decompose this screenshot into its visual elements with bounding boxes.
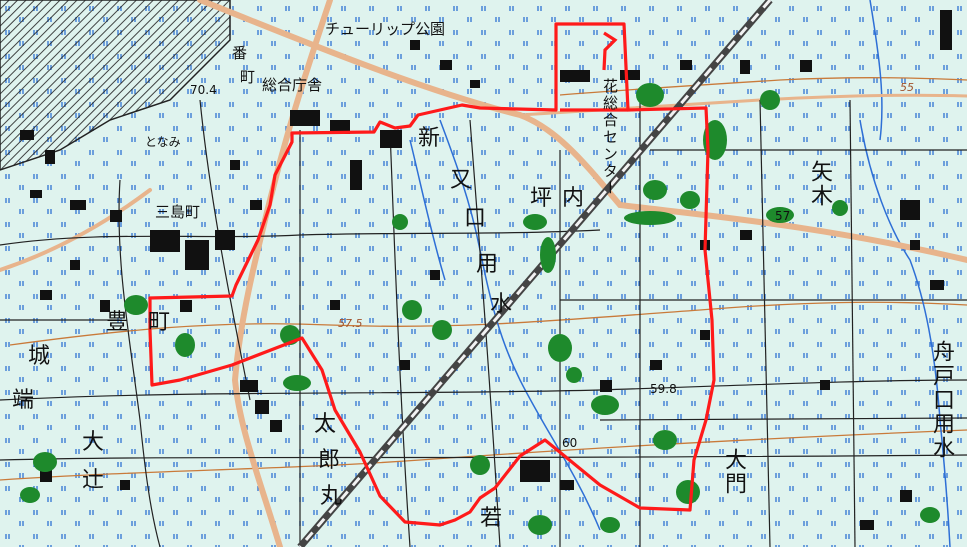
elevation-59-8: 59.8 <box>650 382 677 396</box>
label-yo: 用 <box>476 252 499 277</box>
label-shiro: 城 <box>28 344 51 369</box>
label-hata: 端 <box>12 388 35 413</box>
label-sogo-chosha: 総合庁舎 <box>262 76 323 94</box>
label-tulip-park: チューリップ公園 <box>325 20 446 38</box>
elevation-57: 57 <box>775 209 791 223</box>
label-funado: 舟戸口用水 <box>929 340 954 460</box>
label-kuchi: 口 <box>464 206 487 231</box>
label-ban: 番 <box>232 44 248 62</box>
elevation-55: 55 <box>900 81 914 94</box>
label-hana-center: 花総合センター <box>601 78 619 197</box>
label-tonami: となみ <box>145 135 181 149</box>
label-tsubo: 坪 <box>530 186 553 211</box>
elevation-70: 70.4 <box>190 83 217 97</box>
label-ro: 郎 <box>318 448 341 473</box>
label-yagi: 矢木 <box>807 160 832 208</box>
water-channels <box>409 0 951 547</box>
elevation-57-5: 57.5 <box>338 317 363 330</box>
walking-route <box>148 22 716 527</box>
buildings <box>20 10 952 530</box>
label-maru: 丸 <box>320 484 343 509</box>
label-shin: 新 <box>418 126 441 151</box>
label-daimon: 大門 <box>721 448 746 496</box>
elevation-60: 60 <box>562 436 578 450</box>
label-taro: 太 <box>314 412 337 437</box>
forest-patches <box>20 83 940 535</box>
label-toyo: 豊 <box>106 310 129 335</box>
label-sui: 水 <box>490 292 513 317</box>
label-tsuji: 辻 <box>82 468 105 493</box>
label-dai: 大 <box>82 430 105 455</box>
label-waka: 若 <box>480 506 503 531</box>
route-branch-north <box>602 31 618 71</box>
railway-line <box>297 0 773 547</box>
urban-hatched-area <box>0 0 230 170</box>
label-cho-top: 町 <box>240 68 256 86</box>
label-uchi: 内 <box>562 186 585 211</box>
label-sannomachi: 三島町 <box>155 203 201 221</box>
label-mata: 又 <box>450 168 473 193</box>
label-machi: 町 <box>148 310 171 335</box>
